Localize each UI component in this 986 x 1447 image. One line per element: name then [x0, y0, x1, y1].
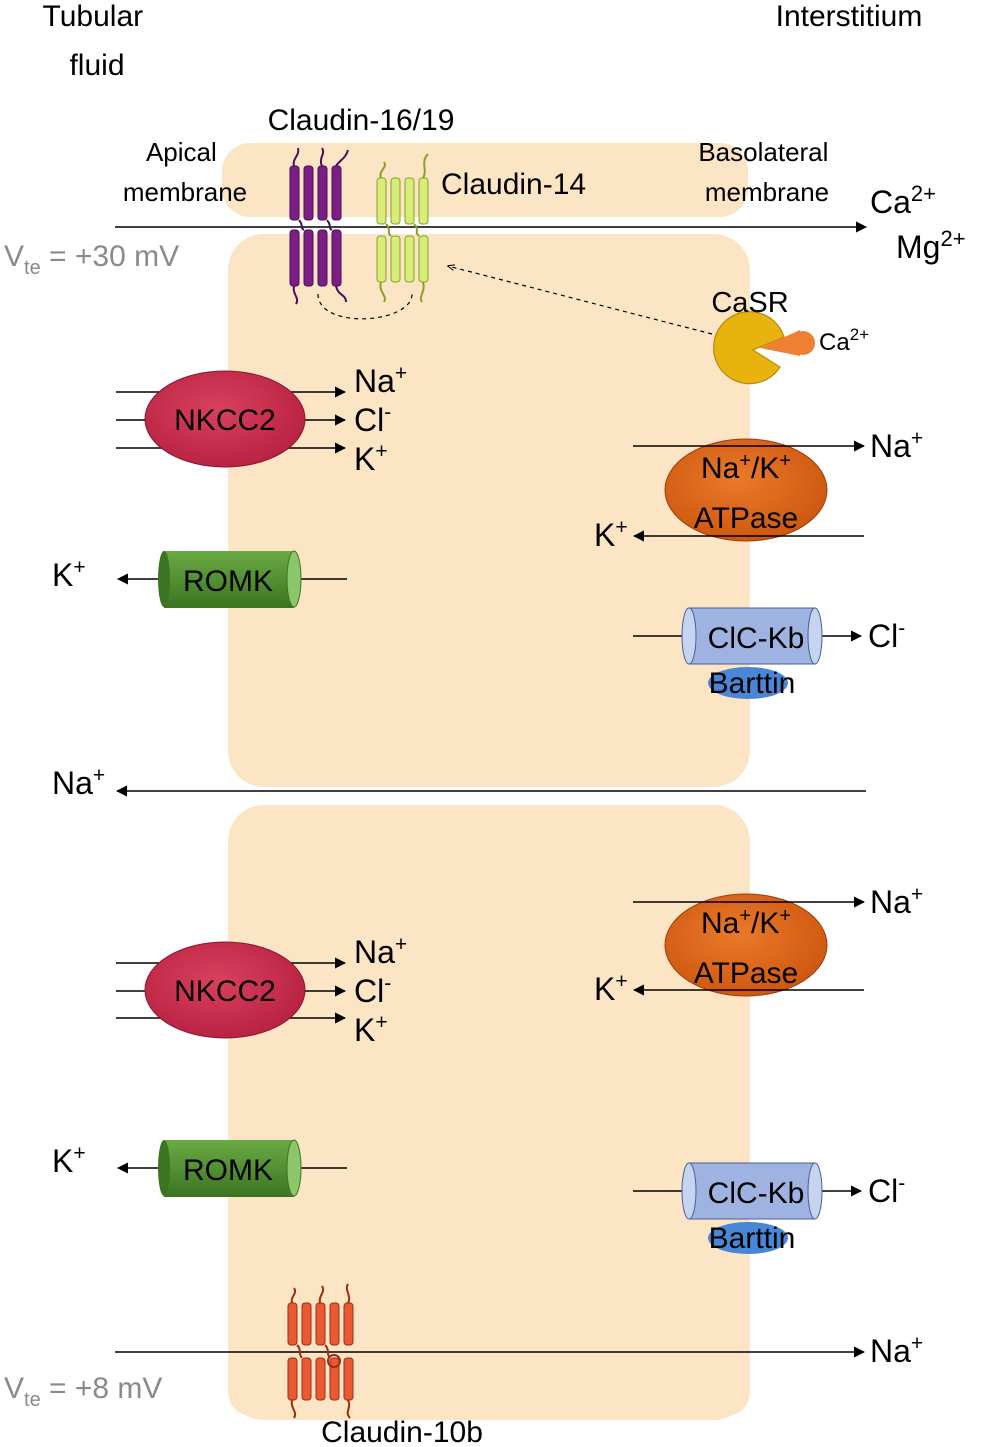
barttin-lower-label: Barttin: [709, 1222, 796, 1255]
clckb-upper-label: ClC-Kb: [708, 622, 805, 655]
nak-atpase-upper-line1: Na+/K+: [701, 450, 791, 485]
claudin-10b-label: Claudin-10b: [321, 1416, 483, 1447]
lower-tight-junction-region: [228, 1356, 750, 1416]
tubular-fluid-line1: Tubular: [43, 0, 144, 33]
nkcc2-upper: [144, 370, 306, 468]
clckb-lower: [681, 1162, 823, 1220]
casr-sensor: [713, 311, 785, 385]
clckb-lower-label: ClC-Kb: [708, 1177, 805, 1210]
romk-upper-label: ROMK: [183, 565, 273, 598]
na-ion-upper-basolateral: Na+: [870, 427, 923, 464]
nak-atpase-upper: [664, 438, 828, 542]
k-ion-upper-basolateral: K+: [594, 516, 628, 553]
casr-dashed-arrow: [448, 266, 713, 335]
na-backleak-label: Na+: [52, 764, 105, 801]
tubular-fluid-label: Tubular fluid: [43, 0, 152, 82]
claudin-14-protein: [376, 153, 429, 303]
barttin-upper-label: Barttin: [709, 667, 796, 700]
upper-tight-junction-region: [222, 143, 748, 217]
mg-label: Mg2+: [896, 226, 966, 265]
ca-label: Ca2+: [870, 181, 936, 220]
claudin-14-label: Claudin-14: [441, 168, 586, 201]
cl-ion-lower-nkcc2: Cl-: [354, 972, 391, 1009]
cl-ion-upper-nkcc2: Cl-: [354, 401, 391, 438]
nak-atpase-lower-line1: Na+/K+: [701, 905, 791, 940]
romk-lower-label: ROMK: [183, 1154, 273, 1187]
na-ion-upper-nkcc2: Na+: [354, 362, 407, 399]
romk-lower: [158, 1139, 302, 1197]
apical-membrane-line2: membrane: [123, 177, 247, 207]
cl-ion-upper-basolateral: Cl-: [868, 617, 905, 654]
k-ion-upper-romk: K+: [52, 556, 86, 593]
nkcc2-lower-label: NKCC2: [174, 975, 276, 1008]
upper-cell: [228, 234, 750, 787]
basolateral-membrane-label: Basolateral membrane: [698, 137, 835, 207]
barttin-upper: [708, 667, 788, 699]
romk-upper: [158, 550, 302, 608]
basolateral-membrane-line1: Basolateral: [698, 137, 828, 167]
claudin-interaction-dashed: [317, 293, 413, 320]
nkcc2-upper-label: NKCC2: [174, 404, 276, 437]
vte-upper-label: Vte = +30 mV: [4, 240, 179, 279]
vte-lower-label: Vte = +8 mV: [4, 1372, 162, 1411]
k-ion-lower-romk: K+: [52, 1142, 86, 1179]
claudin-16-19-label: Claudin-16/19: [268, 104, 455, 137]
barttin-lower: [708, 1222, 788, 1254]
na-ion-bottom: Na+: [870, 1332, 923, 1369]
nkcc2-lower: [144, 941, 306, 1039]
cl-ion-lower-basolateral: Cl-: [868, 1172, 905, 1209]
claudin-10b-protein: [287, 1283, 354, 1419]
casr-ca-ligand-label: Ca2+: [819, 325, 869, 356]
k-ion-lower-nkcc2: K+: [354, 1011, 388, 1048]
claudin-16-19-protein: [289, 147, 349, 305]
na-ion-lower-basolateral: Na+: [870, 883, 923, 920]
casr-label: CaSR: [711, 287, 788, 319]
nak-atpase-lower: [664, 893, 828, 997]
basolateral-membrane-line2: membrane: [705, 177, 829, 207]
clckb-upper: [681, 607, 823, 665]
k-ion-upper-nkcc2: K+: [354, 440, 388, 477]
nak-atpase-lower-line2: ATPase: [694, 957, 799, 990]
apical-membrane-line1: Apical: [146, 137, 217, 167]
apical-membrane-label: Apical membrane: [123, 137, 247, 207]
nak-atpase-upper-line2: ATPase: [694, 502, 799, 535]
k-ion-lower-basolateral: K+: [594, 970, 628, 1007]
tubular-fluid-line2: fluid: [69, 49, 124, 82]
lower-cell: [228, 805, 750, 1420]
interstitium-label: Interstitium: [776, 0, 923, 33]
na-ion-lower-nkcc2: Na+: [354, 933, 407, 970]
ca-ligand: [760, 330, 815, 356]
